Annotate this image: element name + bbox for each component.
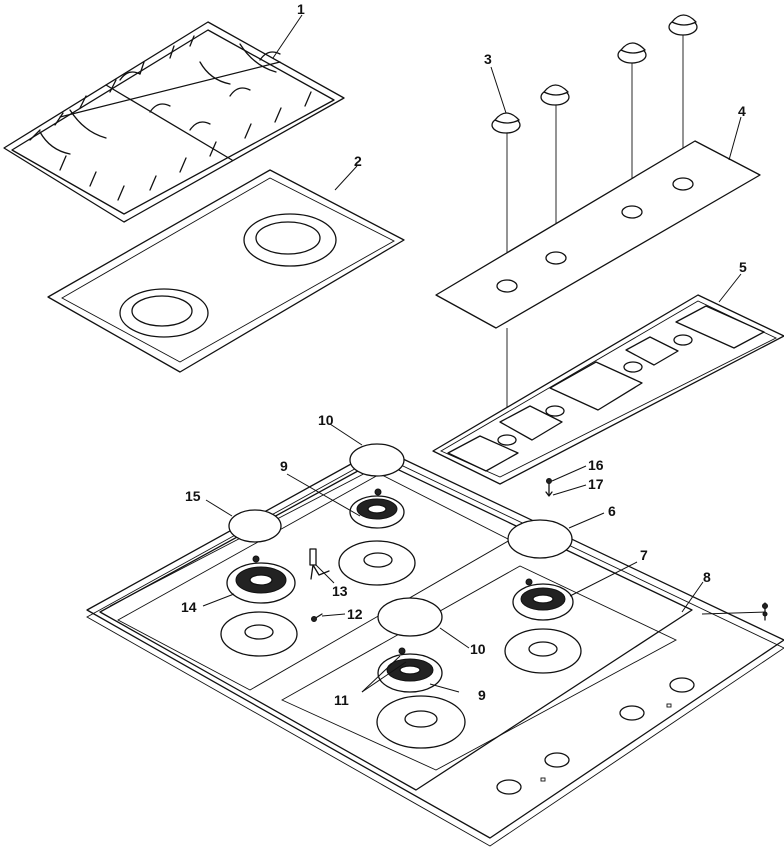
callout-9-top: 9 <box>280 458 288 474</box>
callout-7: 7 <box>640 547 648 563</box>
callout-10-top: 10 <box>318 412 334 428</box>
callout-1: 1 <box>297 1 305 17</box>
screw-12 <box>311 613 323 622</box>
electrode <box>309 548 330 580</box>
small-parts <box>309 478 768 622</box>
cooktop-base <box>86 447 784 847</box>
knob-4 <box>668 14 698 182</box>
callout-16: 16 <box>588 457 604 473</box>
callout-15: 15 <box>185 488 201 504</box>
screw-8 <box>762 602 768 621</box>
callout-12: 12 <box>347 606 363 622</box>
callout-14: 14 <box>181 599 197 615</box>
burner-caps <box>228 443 573 637</box>
burner-head-top <box>349 488 405 529</box>
callout-17: 17 <box>588 476 604 492</box>
burner-head-right <box>512 578 574 621</box>
callout-2: 2 <box>354 153 362 169</box>
burner-heads <box>226 488 574 693</box>
callout-11: 11 <box>334 692 349 708</box>
callout-3: 3 <box>484 51 492 67</box>
burner-head-left <box>226 555 296 604</box>
callout-9-front: 9 <box>478 687 486 703</box>
callout-13: 13 <box>332 583 348 599</box>
burner-head-front <box>377 647 443 693</box>
leader-lines <box>202 14 766 693</box>
panel-gasket <box>432 294 784 485</box>
control-panel <box>435 140 761 329</box>
burner-grate <box>3 21 345 223</box>
screw-16-17 <box>545 478 553 497</box>
callout-5: 5 <box>739 259 747 275</box>
callout-6: 6 <box>608 503 616 519</box>
main-top-panel <box>47 169 405 373</box>
callout-8: 8 <box>703 569 711 585</box>
callout-labels: 1 2 3 4 5 6 7 8 9 9 10 10 11 12 13 14 15… <box>181 1 747 708</box>
burner-bowls <box>220 540 582 749</box>
knob-1 <box>491 112 521 285</box>
callout-10-front: 10 <box>470 641 486 657</box>
callout-4: 4 <box>738 103 746 119</box>
